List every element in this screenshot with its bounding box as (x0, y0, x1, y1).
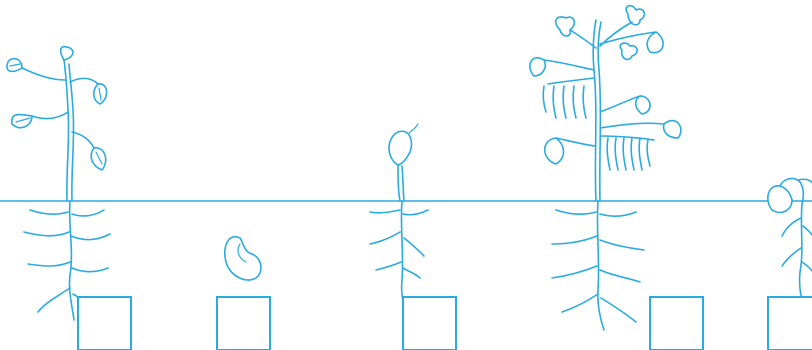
answer-box-5[interactable] (768, 297, 812, 350)
flowering-plant-drawing (530, 6, 681, 330)
answer-box-4[interactable] (650, 297, 703, 350)
answer-box-2[interactable] (217, 297, 270, 350)
germinating-seed-drawing (768, 179, 812, 300)
bean-seed-drawing (225, 237, 261, 280)
answer-box-3[interactable] (403, 297, 456, 350)
answer-box-1[interactable] (78, 297, 131, 350)
mature-plant-drawing (7, 47, 110, 320)
young-seedling-drawing (370, 124, 428, 305)
